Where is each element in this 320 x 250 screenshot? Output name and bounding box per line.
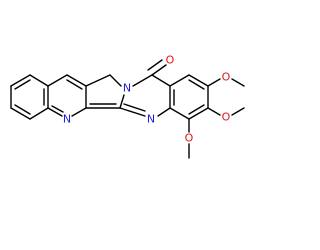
molecule-structure-diagram: N N N O O O O [10, 54, 245, 159]
bond [151, 64, 167, 76]
bond [10, 107, 31, 120]
bond [47, 107, 63, 117]
bond [66, 79, 83, 90]
atom-label-nitrogen-quinoline: N [63, 113, 71, 126]
bond [119, 94, 125, 109]
bond [188, 79, 205, 90]
bond [14, 104, 31, 115]
molecule-canvas: N N N O O O O [10, 53, 245, 159]
bond [231, 107, 245, 116]
atom-label-nitrogen-amide: N [123, 82, 131, 95]
bond [29, 107, 49, 120]
bond [169, 107, 190, 120]
bond [147, 59, 163, 71]
bond [14, 79, 31, 90]
bond-layer [10, 59, 245, 159]
bond [71, 107, 87, 117]
bond [51, 105, 64, 113]
bond [169, 74, 190, 87]
bond [207, 78, 221, 87]
bond [123, 103, 146, 112]
atom-label-oxygen-methoxy-2: O [222, 111, 231, 124]
bond [109, 74, 122, 87]
bond [151, 74, 171, 87]
atom-label-oxygen-methoxy-1: O [222, 71, 231, 84]
bond [188, 74, 209, 87]
bond [29, 74, 49, 87]
atom-label-oxygen-carbonyl: O [166, 54, 175, 67]
atom-label-nitrogen-imine: N [147, 113, 155, 126]
bond [132, 74, 153, 87]
atom-label-oxygen-methoxy-3: O [185, 132, 194, 145]
bond [207, 107, 221, 116]
bond [47, 74, 68, 87]
bond [85, 74, 111, 87]
bond [66, 74, 87, 87]
atom-label-layer: N N N O O O O [63, 54, 231, 145]
bond [188, 104, 205, 115]
bond [188, 107, 209, 120]
bond [119, 107, 146, 117]
bond [10, 74, 31, 87]
bond [157, 107, 171, 117]
bond [231, 78, 245, 87]
